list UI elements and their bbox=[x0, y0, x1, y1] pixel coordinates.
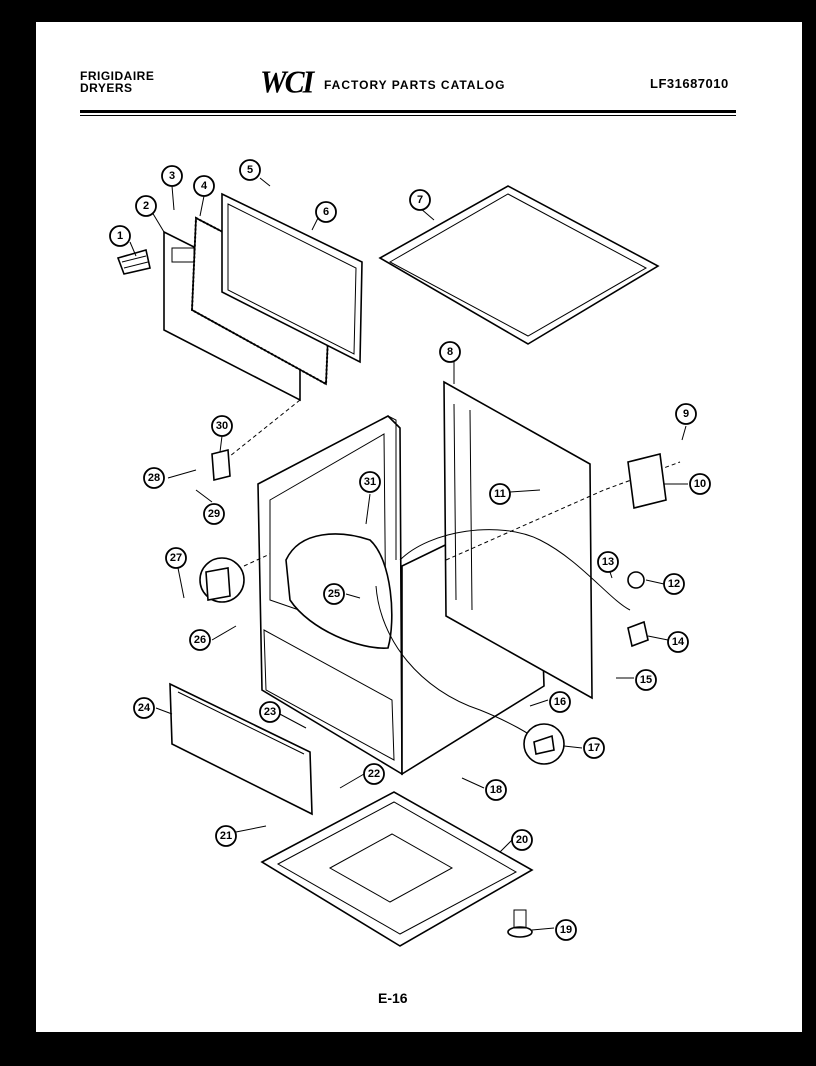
svg-text:4: 4 bbox=[201, 180, 208, 192]
part-plug bbox=[627, 620, 649, 648]
part-kick-panel bbox=[169, 682, 313, 816]
callout-23: 23 bbox=[259, 701, 281, 723]
callout-16: 16 bbox=[549, 691, 571, 713]
callout-25: 25 bbox=[323, 583, 345, 605]
brand-block: FRIGIDAIRE DRYERS bbox=[80, 70, 154, 94]
callout-30: 30 bbox=[211, 415, 233, 437]
exploded-parts-diagram: 1 2 3 4 5 6 7 8 9 10 11 12 13 14 15 16 1… bbox=[109, 159, 711, 947]
svg-text:14: 14 bbox=[672, 636, 685, 648]
svg-text:2: 2 bbox=[143, 200, 149, 212]
callout-26: 26 bbox=[189, 629, 211, 651]
callout-24: 24 bbox=[133, 697, 155, 719]
svg-text:13: 13 bbox=[602, 556, 614, 568]
svg-text:21: 21 bbox=[220, 830, 232, 842]
callout-22: 22 bbox=[363, 763, 385, 785]
svg-text:3: 3 bbox=[169, 170, 175, 182]
callout-18: 18 bbox=[485, 779, 507, 801]
svg-text:9: 9 bbox=[683, 408, 689, 420]
svg-text:22: 22 bbox=[368, 768, 380, 780]
model-number: LF31687010 bbox=[650, 76, 729, 91]
callout-20: 20 bbox=[511, 829, 533, 851]
part-hinge bbox=[211, 448, 231, 482]
svg-text:6: 6 bbox=[323, 206, 329, 218]
callout-3: 3 bbox=[161, 165, 183, 187]
part-top-panel bbox=[378, 185, 660, 345]
callout-9: 9 bbox=[675, 403, 697, 425]
svg-text:18: 18 bbox=[490, 784, 502, 796]
svg-text:19: 19 bbox=[560, 924, 572, 936]
svg-text:12: 12 bbox=[668, 578, 680, 590]
callout-2: 2 bbox=[135, 195, 157, 217]
brand-name: FRIGIDAIRE bbox=[80, 69, 155, 83]
leader-lines bbox=[129, 177, 688, 931]
svg-text:23: 23 bbox=[264, 706, 276, 718]
callout-13: 13 bbox=[597, 551, 619, 573]
part-door-switch bbox=[205, 567, 231, 601]
part-leveling-foot bbox=[507, 909, 533, 938]
callout-6: 6 bbox=[315, 201, 337, 223]
callout-7: 7 bbox=[409, 189, 431, 211]
callout-28: 28 bbox=[143, 467, 165, 489]
wire-harness bbox=[399, 529, 631, 611]
svg-text:5: 5 bbox=[247, 164, 253, 176]
callout-8: 8 bbox=[439, 341, 461, 363]
header-rule-thin bbox=[80, 115, 736, 116]
callout-11: 11 bbox=[489, 483, 511, 505]
svg-text:11: 11 bbox=[494, 488, 506, 500]
svg-text:7: 7 bbox=[417, 194, 423, 206]
callout-27: 27 bbox=[165, 547, 187, 569]
callout-19: 19 bbox=[555, 919, 577, 941]
callout-10: 10 bbox=[689, 473, 711, 495]
svg-text:25: 25 bbox=[328, 588, 340, 600]
wci-logo: WCI bbox=[260, 65, 314, 100]
svg-text:8: 8 bbox=[447, 346, 453, 358]
part-base-frame bbox=[260, 791, 534, 947]
part-terminal-block bbox=[627, 453, 667, 509]
svg-text:24: 24 bbox=[138, 702, 151, 714]
callout-31: 31 bbox=[359, 471, 381, 493]
callout-4: 4 bbox=[193, 175, 215, 197]
part-handle bbox=[116, 248, 151, 275]
part-capacitor bbox=[627, 571, 645, 589]
svg-text:1: 1 bbox=[117, 230, 123, 242]
svg-text:27: 27 bbox=[170, 552, 182, 564]
svg-text:20: 20 bbox=[516, 834, 528, 846]
svg-text:26: 26 bbox=[194, 634, 206, 646]
svg-text:15: 15 bbox=[640, 674, 652, 686]
svg-text:10: 10 bbox=[694, 478, 706, 490]
callout-17: 17 bbox=[583, 737, 605, 759]
svg-text:29: 29 bbox=[208, 508, 220, 520]
callout-15: 15 bbox=[635, 669, 657, 691]
svg-text:31: 31 bbox=[364, 476, 376, 488]
catalog-title: FACTORY PARTS CATALOG bbox=[324, 78, 506, 92]
part-gasket-frame bbox=[221, 192, 363, 364]
callout-1: 1 bbox=[109, 225, 131, 247]
wire-harness-lower bbox=[375, 585, 541, 743]
page-number: E-16 bbox=[378, 990, 408, 1006]
product-line: DRYERS bbox=[80, 81, 133, 95]
svg-text:28: 28 bbox=[148, 472, 160, 484]
callout-14: 14 bbox=[667, 631, 689, 653]
callout-29: 29 bbox=[203, 503, 225, 525]
svg-text:17: 17 bbox=[588, 742, 600, 754]
part-cord-connector bbox=[533, 734, 555, 755]
svg-text:30: 30 bbox=[216, 420, 228, 432]
callout-12: 12 bbox=[663, 573, 685, 595]
svg-text:16: 16 bbox=[554, 696, 566, 708]
header-rule bbox=[80, 110, 736, 113]
catalog-page: FRIGIDAIRE DRYERS WCI FACTORY PARTS CATA… bbox=[36, 22, 802, 1032]
callout-21: 21 bbox=[215, 825, 237, 847]
callout-5: 5 bbox=[239, 159, 261, 181]
